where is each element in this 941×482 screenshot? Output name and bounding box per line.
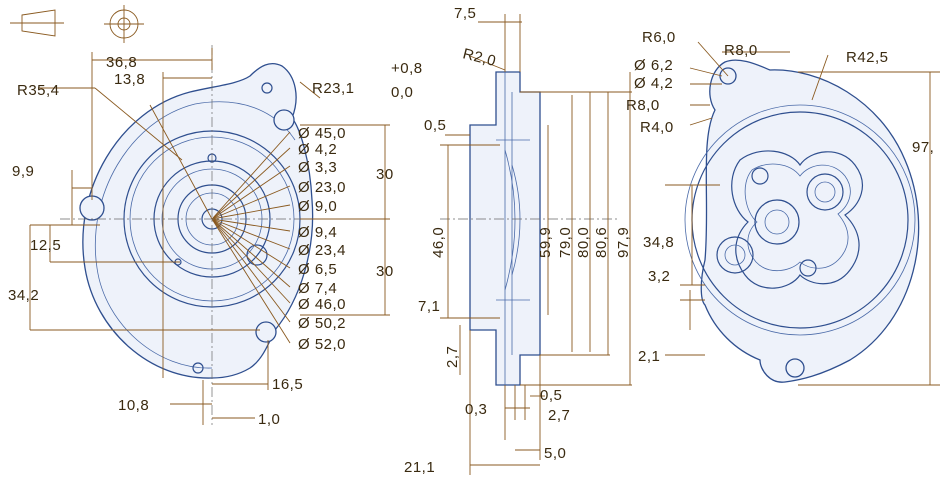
dim-r6-0: R6,0 bbox=[642, 29, 676, 46]
dia-4-2-back: Ø 4,2 bbox=[634, 75, 673, 92]
dia-23-0: Ø 23,0 bbox=[298, 179, 346, 196]
dim-79-0: 79,0 bbox=[557, 227, 574, 258]
front-radial-leaders bbox=[149, 104, 291, 344]
side-view bbox=[440, 14, 632, 475]
tolerance-upper: +0,8 bbox=[391, 60, 423, 77]
back-mount-hole-bottom bbox=[785, 358, 805, 378]
dim-9-9: 9,9 bbox=[12, 163, 34, 180]
dia-6-5: Ø 6,5 bbox=[298, 261, 337, 278]
projection-symbol bbox=[10, 5, 144, 43]
dim-r35-4: R35,4 bbox=[17, 82, 60, 99]
back-boss-left bbox=[716, 236, 754, 274]
tolerance-lower: 0,0 bbox=[391, 84, 413, 101]
dia-9-0: Ø 9,0 bbox=[298, 198, 337, 215]
dim-3-2: 3,2 bbox=[648, 268, 670, 285]
dim-1-0: 1,0 bbox=[258, 411, 280, 428]
front-mount-hole-bottom bbox=[255, 321, 277, 343]
dim-r2-0: R2,0 bbox=[461, 45, 498, 70]
dia-9-4: Ø 9,4 bbox=[298, 224, 337, 241]
back-boss-right bbox=[806, 173, 844, 211]
dim-34-2: 34,2 bbox=[8, 287, 39, 304]
dim-13-8: 13,8 bbox=[114, 71, 145, 88]
back-dimension-lines bbox=[665, 41, 940, 386]
dia-7-4: Ø 7,4 bbox=[298, 280, 337, 297]
dim-0-5-bottom: 0,5 bbox=[540, 387, 562, 404]
front-mount-hole-top bbox=[273, 109, 295, 131]
dim-80-0: 80,0 bbox=[575, 227, 592, 258]
dim-30-lower: 30 bbox=[376, 263, 394, 280]
front-view bbox=[29, 45, 390, 425]
back-clover-pocket bbox=[731, 150, 864, 289]
dim-12-5: 12,5 bbox=[30, 237, 61, 254]
dim-0-5-left: 0,5 bbox=[424, 117, 446, 134]
dim-0-3: 0,3 bbox=[465, 401, 487, 418]
back-housing-outline bbox=[700, 59, 920, 383]
dim-2-1: 2,1 bbox=[638, 348, 660, 365]
back-hub bbox=[754, 199, 800, 245]
dim-5-0: 5,0 bbox=[544, 445, 566, 462]
dia-23-4: Ø 23,4 bbox=[298, 242, 346, 259]
side-dimension-lines bbox=[440, 14, 632, 475]
dia-46-0: Ø 46,0 bbox=[298, 296, 346, 313]
front-dimension-lines bbox=[29, 48, 390, 425]
dim-2-7-bottom: 2,7 bbox=[548, 407, 570, 424]
dim-80-6: 80,6 bbox=[593, 227, 610, 258]
front-housing-outline bbox=[82, 62, 314, 379]
dia-4-2: Ø 4,2 bbox=[298, 141, 337, 158]
dim-7-5: 7,5 bbox=[454, 5, 476, 22]
dim-2-7-left: 2,7 bbox=[444, 346, 461, 368]
dim-r8-0-left: R8,0 bbox=[626, 97, 660, 114]
dim-97-9: 97,9 bbox=[615, 227, 632, 258]
back-view bbox=[665, 41, 940, 386]
dim-r42-5: R42,5 bbox=[846, 49, 889, 66]
dim-16-5: 16,5 bbox=[272, 376, 303, 393]
dia-3-3: Ø 3,3 bbox=[298, 159, 337, 176]
dim-10-8: 10,8 bbox=[118, 397, 149, 414]
dim-r23-1: R23,1 bbox=[312, 80, 355, 97]
dim-46-0: 46,0 bbox=[430, 227, 447, 258]
dia-6-2: Ø 6,2 bbox=[634, 57, 673, 74]
dim-59-9: 59,9 bbox=[537, 227, 554, 258]
dim-34-8: 34,8 bbox=[643, 234, 674, 251]
dim-97-back: 97, bbox=[912, 139, 934, 156]
dim-r4-0: R4,0 bbox=[640, 119, 674, 136]
dim-21-1: 21,1 bbox=[404, 459, 435, 476]
dia-45-0: Ø 45,0 bbox=[298, 125, 346, 142]
dim-30-upper: 30 bbox=[376, 166, 394, 183]
dim-r8-0-top: R8,0 bbox=[724, 42, 758, 59]
dim-7-1: 7,1 bbox=[418, 298, 440, 315]
dia-50-2: Ø 50,2 bbox=[298, 315, 346, 332]
dim-36-8: 36,8 bbox=[106, 54, 137, 71]
dia-52-0: Ø 52,0 bbox=[298, 336, 346, 353]
